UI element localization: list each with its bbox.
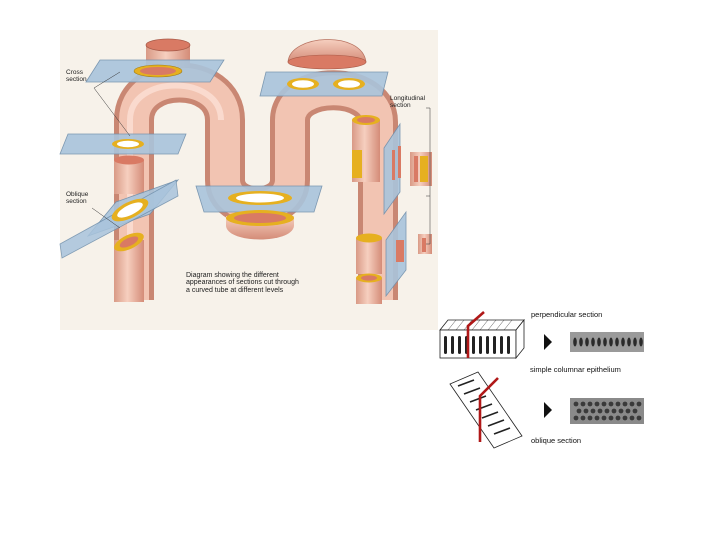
oblique-block (449, 371, 523, 449)
arrow-icon-2 (544, 402, 552, 418)
leader-lines (91, 71, 431, 245)
cross-section-bottom-center (195, 185, 323, 240)
perpendicular-result (570, 332, 644, 352)
perpendicular-block (439, 311, 525, 360)
label-simple-columnar-epithelium: simple columnar epithelium (530, 365, 621, 374)
label-perpendicular-section: perpendicular section (531, 310, 603, 319)
longitudinal-section (383, 122, 432, 298)
double-cross-section-top-right (259, 39, 389, 97)
tube-stub-bottom-left (114, 232, 144, 302)
label-oblique-section-fig2: oblique section (531, 436, 582, 445)
label-longitudinal-section: Longitudinal section (390, 95, 426, 109)
arrow-icon (544, 334, 552, 350)
tube-stub-left (114, 155, 144, 194)
epithelium-figure (439, 311, 644, 449)
figure1-caption: Diagram showing the different appearance… (186, 272, 299, 294)
label-cross-section: Cross section (66, 69, 87, 83)
tube-stubs-right (352, 115, 382, 304)
cross-section-left-mid (59, 133, 187, 155)
cross-section-top-left (85, 38, 225, 83)
oblique-section (59, 179, 180, 259)
label-oblique-section: Oblique section (66, 191, 89, 205)
